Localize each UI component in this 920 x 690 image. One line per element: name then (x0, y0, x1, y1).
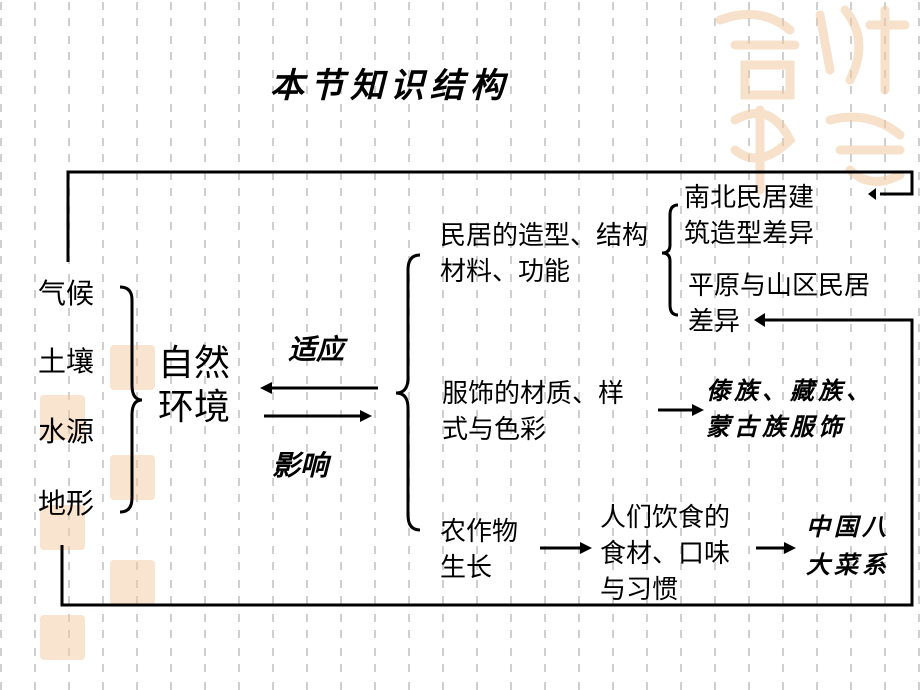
clothing-result-line2: 蒙古族服饰 (706, 412, 846, 441)
housing-sub2-line1: 平原与山区民居 (688, 271, 871, 301)
crops-result-line2: 大菜系 (806, 550, 890, 579)
housing-sub2-line2: 差异 (688, 307, 741, 337)
housing-line2: 材料、功能 (440, 257, 571, 287)
clothing-line1: 服饰的材质、样 (442, 379, 625, 409)
left-brace (119, 285, 143, 514)
diagram-title: 本节知识结构 (270, 66, 510, 106)
crops-line2: 生长 (440, 553, 493, 583)
arrowhead-crops1 (580, 542, 592, 554)
arrowhead-influence (360, 410, 372, 422)
top-loop-line (66, 170, 914, 262)
arrowhead-crops2 (784, 542, 796, 554)
crops-mid-line2: 食材、口味 (600, 539, 731, 569)
arrowhead-top-loop (868, 188, 876, 200)
crops-line1: 农作物 (440, 517, 519, 547)
factor-terrain: 地形 (38, 487, 95, 520)
seal-watermark-large (715, 5, 910, 195)
crops-result-line1: 中国八 (806, 512, 890, 541)
arrowhead-adapt (260, 382, 272, 394)
seal-watermark-small-2 (40, 395, 85, 440)
center-line1: 自然 (158, 343, 231, 384)
factor-climate: 气候 (38, 277, 95, 310)
bottom-loop-line (60, 318, 914, 607)
seal-watermark-small-5 (110, 560, 155, 605)
factor-water: 水源 (38, 415, 95, 448)
label-adapt: 适应 (288, 333, 345, 366)
housing-sub-brace (661, 203, 679, 317)
factor-soil: 土壤 (38, 345, 95, 378)
housing-sub1-line1: 南北民居建 (684, 183, 815, 213)
crops-mid-line3: 与习惯 (600, 575, 679, 605)
clothing-line2: 式与色彩 (442, 415, 547, 445)
seal-watermark-small-4 (40, 505, 85, 550)
center-line2: 环境 (158, 387, 231, 428)
seal-watermark-small-6 (40, 615, 85, 660)
clothing-result-line1: 傣族、藏族、 (706, 376, 874, 405)
arrowhead-clothing (692, 404, 704, 416)
arrowhead-bottom-loop (754, 313, 765, 327)
right-brace (395, 253, 421, 532)
crops-mid-line1: 人们饮食的 (600, 503, 731, 533)
housing-line1: 民居的造型、结构 (440, 221, 649, 251)
label-influence: 影响 (272, 449, 329, 482)
housing-sub1-line2: 筑造型差异 (684, 219, 815, 249)
